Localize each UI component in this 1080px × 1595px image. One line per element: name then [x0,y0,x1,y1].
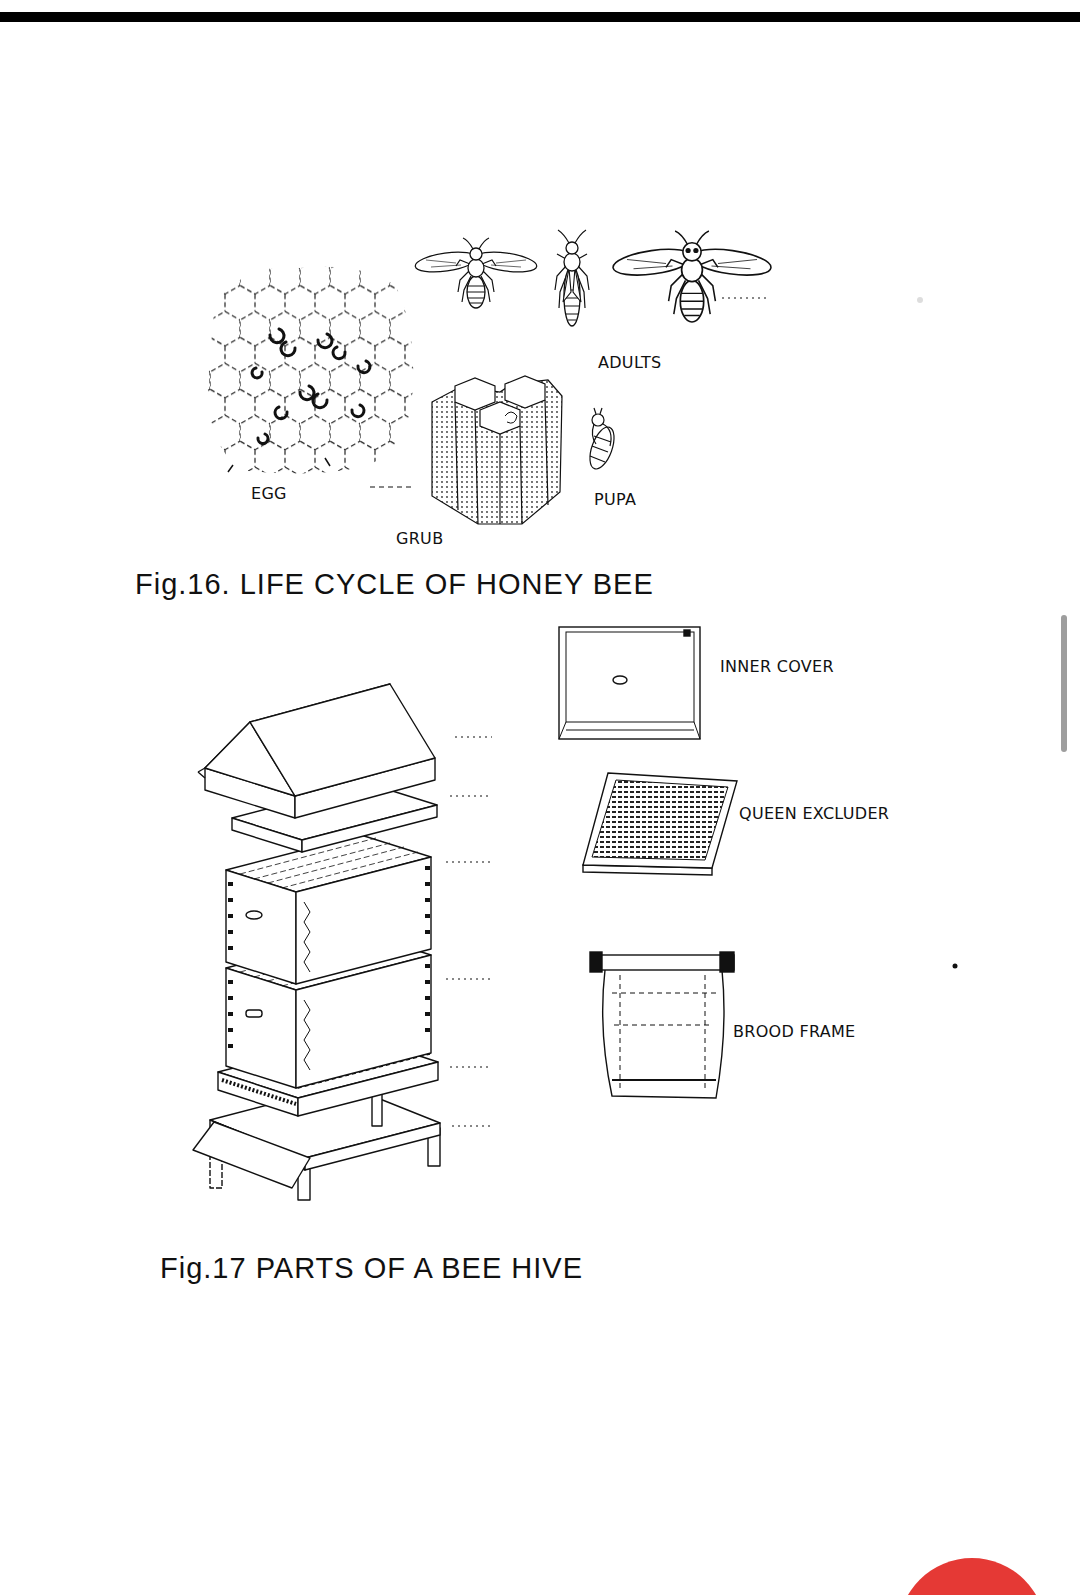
brood-frame [590,952,734,1098]
top-bar [0,12,1080,22]
figure-caption: Fig.16. LIFE CYCLE OF HONEY BEE [135,567,654,601]
inner-cover [559,627,700,739]
part-label: INNER COVER [720,657,834,677]
brood-cells [370,376,562,524]
leader-line [722,297,770,298]
honeycomb [200,255,430,485]
stage-label: ADULTS [598,353,661,373]
speck [953,964,958,969]
stage-label: GRUB [396,529,443,549]
queen-bee [555,230,589,326]
stage-label: PUPA [594,490,636,510]
part-label: QUEEN EXCLUDER [739,804,889,824]
speck [917,297,923,303]
leader-line [446,737,492,1126]
pupa [585,408,619,472]
corner-button [898,1558,1046,1595]
part-label: BROOD FRAME [733,1022,856,1042]
scroll-bar [1061,615,1067,752]
worker-bee [414,238,538,308]
queen-excluder [583,773,737,875]
hive-stack [193,684,440,1200]
drone-bee [611,231,772,322]
stage-label: EGG [251,484,287,504]
figure-caption: Fig.17 PARTS OF A BEE HIVE [160,1251,583,1285]
